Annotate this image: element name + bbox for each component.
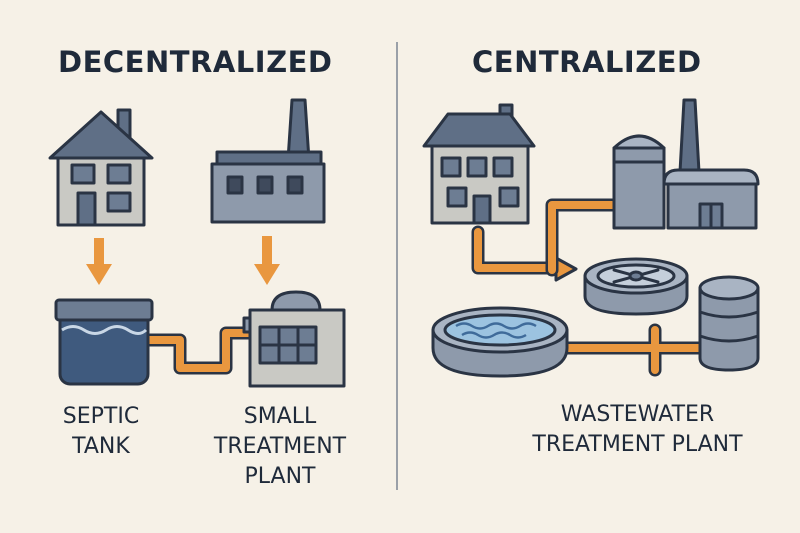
house-to-plant-pipe [471, 225, 578, 282]
basin-connection-pipe [553, 323, 719, 377]
decentralized-heading: DECENTRALIZED [58, 45, 333, 79]
settling-basin-icon [431, 306, 569, 378]
large-factory-icon [662, 98, 760, 230]
house-icon [422, 103, 536, 225]
centralized-heading: CENTRALIZED [472, 45, 702, 79]
septic-tank-label: SEPTIC TANK [62, 404, 140, 459]
arrow-down-icon [86, 238, 112, 285]
small-treatment-plant-label: SMALL TREATMENT PLANT [213, 404, 347, 489]
small-treatment-plant-icon [242, 290, 346, 388]
connecting-pipe [139, 326, 257, 375]
wastewater-treatment-plant-label: WASTEWATER TREATMENT PLANT [532, 402, 743, 457]
arrow-down-icon [254, 236, 280, 285]
small-factory-icon [210, 98, 326, 224]
storage-tank-icon [698, 275, 760, 372]
clarifier-icon [583, 257, 689, 316]
silo-icon [612, 134, 666, 230]
septic-tank-icon [54, 298, 154, 386]
factory-to-plant-pipe [545, 198, 619, 277]
house-icon [48, 108, 154, 227]
